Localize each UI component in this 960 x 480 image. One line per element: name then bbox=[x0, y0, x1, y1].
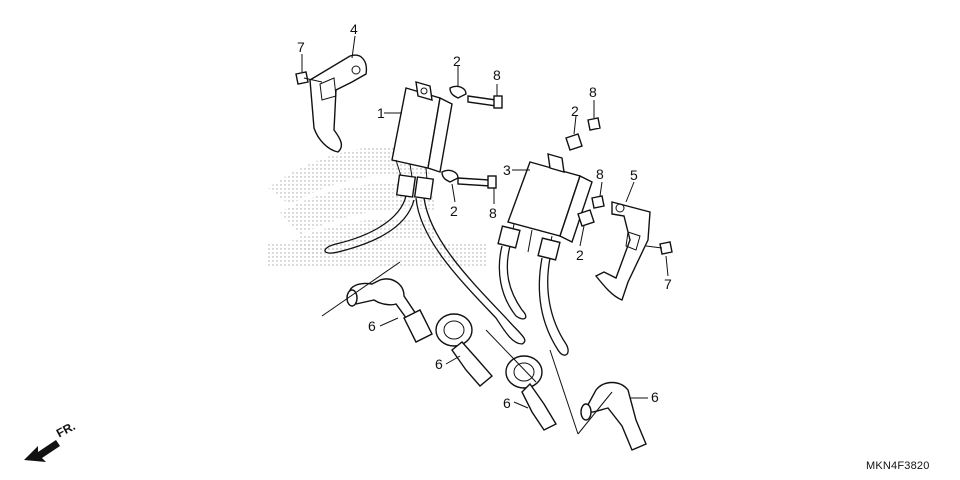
bolt-7-right bbox=[645, 241, 673, 255]
bolt-8-lower-left bbox=[457, 175, 497, 189]
honda-wing-logo bbox=[268, 146, 488, 268]
bolt-8-upper-left bbox=[467, 95, 503, 109]
callout-6-d: 6 bbox=[651, 389, 659, 405]
clip-2-lower-left bbox=[441, 169, 459, 183]
ignition-coil-3 bbox=[497, 153, 593, 261]
callout-5: 5 bbox=[630, 167, 638, 183]
plug-cap-6-c bbox=[505, 355, 557, 431]
callout-4: 4 bbox=[350, 21, 358, 37]
clip-2-lower-right bbox=[577, 209, 595, 227]
plug-cap-6-b bbox=[435, 313, 493, 387]
bracket-5 bbox=[594, 201, 651, 301]
high-tension-wires bbox=[324, 195, 569, 356]
callout-6-b: 6 bbox=[435, 356, 443, 372]
callout-8-b: 8 bbox=[489, 205, 497, 221]
callout-8-c: 8 bbox=[589, 84, 597, 100]
plug-cap-6-a bbox=[346, 278, 433, 343]
plug-cap-6-d bbox=[580, 381, 647, 451]
callout-2-a: 2 bbox=[453, 53, 461, 69]
callout-6-a: 6 bbox=[368, 318, 376, 334]
bolt-8-lower-right bbox=[591, 195, 605, 209]
diagram-code: MKN4F3820 bbox=[866, 460, 930, 472]
callout-1: 1 bbox=[377, 105, 385, 121]
leader-lines bbox=[301, 35, 669, 409]
bolt-7-left bbox=[295, 71, 323, 85]
ignition-coil-1 bbox=[391, 81, 453, 200]
callout-8-a: 8 bbox=[493, 67, 501, 83]
clip-2-upper-right bbox=[565, 133, 583, 151]
callout-3: 3 bbox=[503, 162, 511, 178]
callout-7-a: 7 bbox=[297, 39, 305, 55]
callout-2-d: 2 bbox=[576, 247, 584, 263]
bolt-8-upper-right bbox=[587, 117, 601, 131]
front-arrow-icon bbox=[24, 440, 60, 462]
callout-6-c: 6 bbox=[503, 395, 511, 411]
callout-2-c: 2 bbox=[571, 103, 579, 119]
clip-2-upper-left bbox=[449, 85, 467, 99]
bracket-4 bbox=[309, 54, 368, 153]
callout-7-b: 7 bbox=[664, 276, 672, 292]
callout-2-b: 2 bbox=[450, 203, 458, 219]
callout-8-d: 8 bbox=[596, 166, 604, 182]
grouping-lines bbox=[321, 261, 613, 435]
